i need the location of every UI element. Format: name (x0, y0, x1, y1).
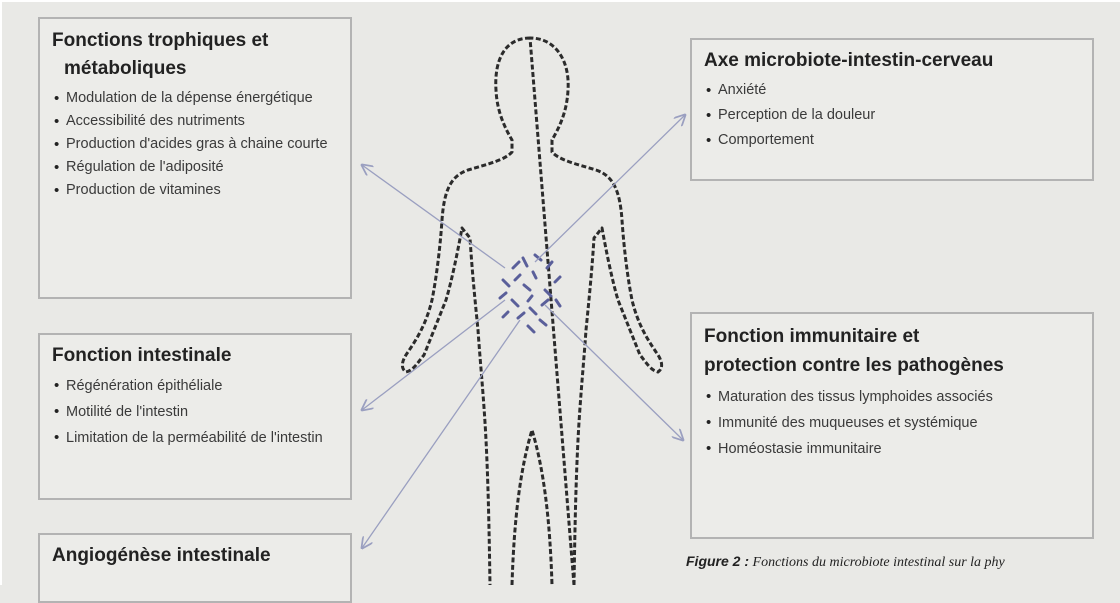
list-item: Anxiété (704, 78, 1082, 103)
trophic-list: Modulation de la dépense énergétique Acc… (52, 87, 340, 202)
immune-list: Maturation des tissus lymphoides associé… (704, 384, 1082, 462)
trophic-metabolic-box: Fonctions trophiques et métaboliques Modu… (38, 17, 352, 299)
immune-function-box: Fonction immunitaire et protection contre… (690, 312, 1094, 539)
trophic-title: Fonctions trophiques et métaboliques (52, 27, 340, 83)
caption-label: Figure 2 : (686, 553, 749, 569)
caption-text: Fonctions du microbiote intestinal sur l… (753, 555, 1005, 570)
gut-brain-axis-box: Axe microbiote-intestin-cerveau Anxiété … (690, 38, 1094, 181)
arrow-to-trophic (362, 165, 505, 268)
list-item: Immunité des muqueuses et systémique (704, 410, 1082, 436)
angio-title: Angiogénèse intestinale (52, 543, 340, 569)
list-item: Limitation de la perméabilité de l'intes… (52, 425, 340, 451)
arrow-to-angio (362, 320, 520, 548)
arrows (362, 115, 685, 548)
intestinal-function-box: Fonction intestinale Régénération épithé… (38, 333, 352, 500)
arrow-to-axis (535, 115, 685, 262)
immune-title-line1: Fonction immunitaire et (704, 326, 919, 347)
angiogenesis-box: Angiogénèse intestinale (38, 533, 352, 603)
trophic-title-line2: métaboliques (52, 58, 186, 79)
list-item: Maturation des tissus lymphoides associé… (704, 384, 1082, 410)
list-item: Accessibilité des nutriments (52, 110, 340, 133)
immune-title-line2: protection contre les pathogènes (704, 355, 1004, 376)
list-item: Modulation de la dépense énergétique (52, 87, 340, 110)
axis-list: Anxiété Perception de la douleur Comport… (704, 78, 1082, 153)
trophic-title-line1: Fonctions trophiques et (52, 30, 268, 51)
intestinal-title: Fonction intestinale (52, 343, 340, 369)
inner-leg-line (512, 430, 552, 585)
arrow-to-immune (545, 305, 683, 440)
list-item: Motilité de l'intestin (52, 399, 340, 425)
list-item: Production de vitamines (52, 179, 340, 202)
axis-title: Axe microbiote-intestin-cerveau (704, 48, 1082, 74)
list-item: Régénération épithéliale (52, 373, 340, 399)
list-item: Homéostasie immunitaire (704, 436, 1082, 462)
figure-caption: Figure 2 : Fonctions du microbiote intes… (686, 553, 1120, 571)
intestinal-list: Régénération épithéliale Motilité de l'i… (52, 373, 340, 451)
list-item: Production d'acides gras à chaine courte (52, 133, 340, 156)
list-item: Comportement (704, 128, 1082, 153)
list-item: Régulation de l'adiposité (52, 156, 340, 179)
immune-title: Fonction immunitaire et protection contre… (704, 322, 1082, 380)
list-item: Perception de la douleur (704, 103, 1082, 128)
